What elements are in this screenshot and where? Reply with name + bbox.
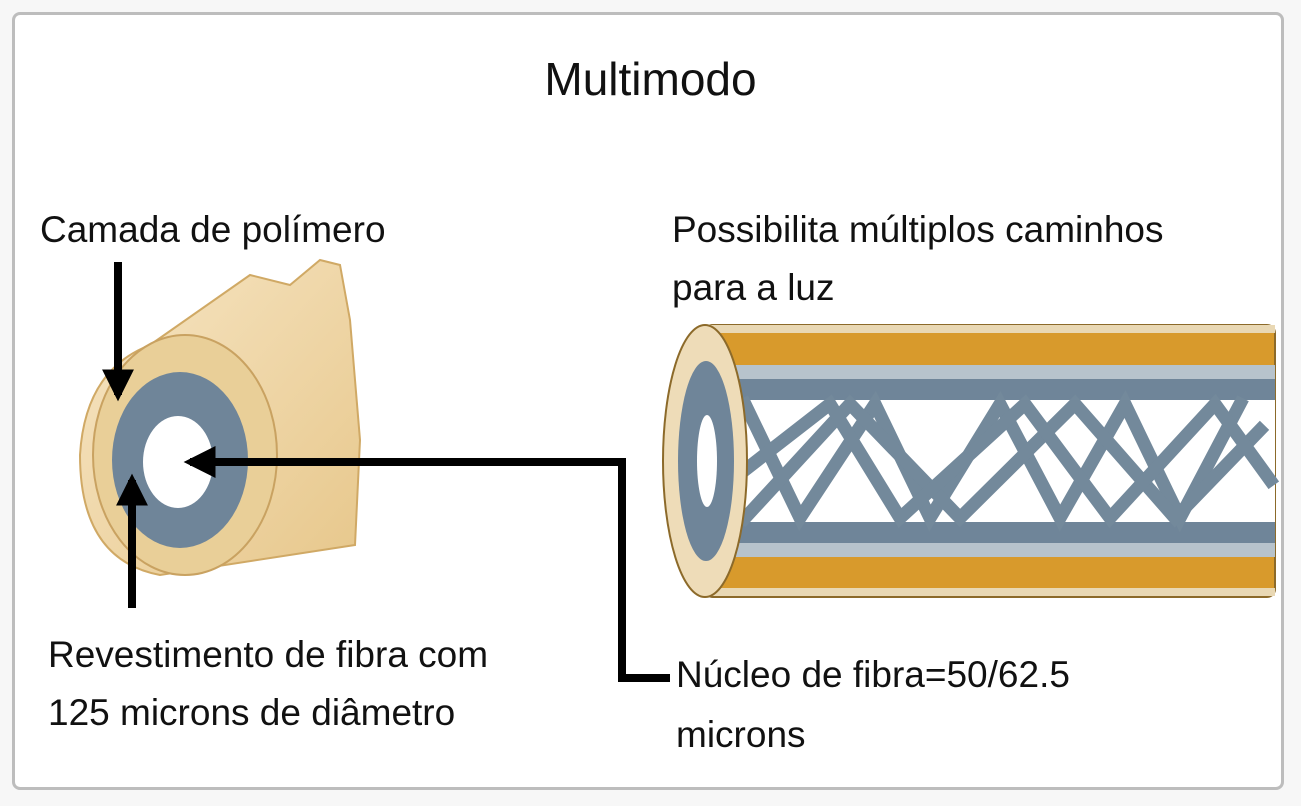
outer-jacket-light-top [705,325,1275,333]
diagram-title: Multimodo [544,53,757,105]
fiber-longitudinal [662,324,1280,598]
label-polymer-layer: Camada de polímero [40,209,386,250]
fiber-core [143,416,213,508]
light-path-b [735,394,1270,528]
outer-jacket-light-bottom [705,588,1275,596]
label-multiple-paths-line1: Possibilita múltiplos caminhos [672,209,1164,250]
label-multiple-paths-line2: para a luz [672,267,835,308]
label-cladding-line1: Revestimento de fibra com [48,634,489,675]
fiber-end-core [697,415,717,507]
annotation-arrows [102,262,670,682]
label-core-line2: microns [676,714,806,755]
arrow-core-connector [183,446,670,682]
label-core-line1: Núcleo de fibra=50/62.5 [676,654,1070,695]
light-path-a [736,390,1249,533]
light-paths [735,390,1280,533]
label-cladding-line2: 125 microns de diâmetro [48,692,456,733]
cladding-light-bottom [705,543,1275,557]
cladding-light-top [705,365,1275,379]
light-path-c [735,393,1280,529]
